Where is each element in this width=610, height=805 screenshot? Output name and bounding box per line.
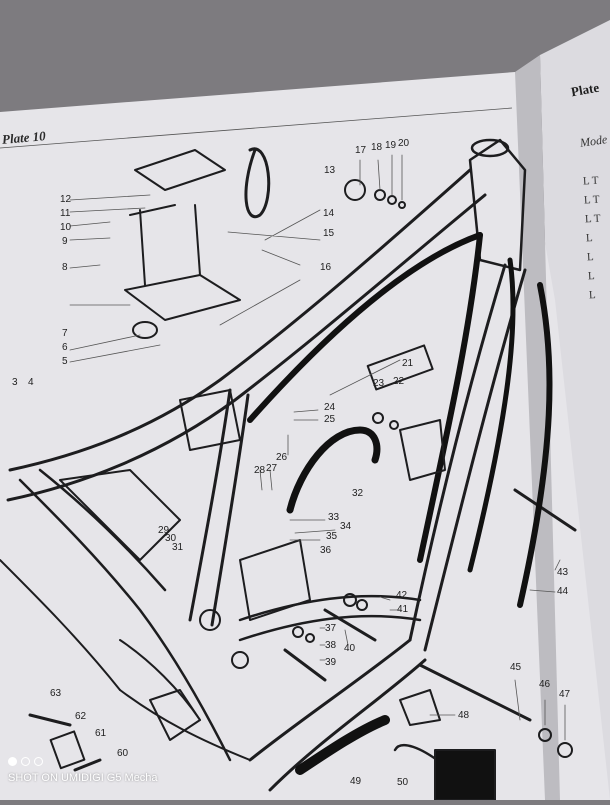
dot-icon: [34, 757, 43, 766]
callout-label: 43: [557, 567, 569, 578]
callout-label: 50: [397, 777, 409, 788]
right-page-row: L: [588, 288, 597, 302]
callout-label: 23: [373, 378, 385, 389]
callout-label: 21: [402, 358, 414, 369]
callout-label: 42: [396, 590, 408, 601]
callout-label: 31: [172, 542, 184, 553]
callout-label: 11: [60, 208, 71, 219]
callout-label: 20: [398, 138, 410, 149]
callout-label: 12: [60, 194, 72, 205]
callout-label: 60: [117, 748, 129, 759]
callout-label: 3: [12, 377, 18, 388]
callout-label: 40: [344, 643, 356, 654]
camera-dots: [8, 757, 43, 766]
dot-icon: [21, 757, 30, 766]
callout-label: 47: [559, 689, 571, 700]
callout-label: 34: [340, 521, 352, 532]
callout-label: 35: [326, 531, 338, 542]
callout-label: 8: [62, 262, 68, 273]
callout-label: 22: [393, 376, 405, 387]
callout-label: 18: [371, 142, 383, 153]
callout-label: 26: [276, 452, 288, 463]
right-page-row: L T: [582, 174, 599, 188]
frame-drawing: [0, 138, 577, 801]
callout-label: 63: [50, 688, 62, 699]
callout-label: 28: [254, 465, 266, 476]
callout-label: 19: [385, 140, 397, 151]
callout-label: 36: [320, 545, 332, 556]
right-page-row: L: [585, 232, 594, 245]
page-spine-shadow: [515, 55, 560, 800]
callout-label: 32: [352, 488, 364, 499]
callout-label: 4: [28, 377, 34, 388]
callout-label: 9: [62, 236, 68, 247]
callout-label: 29: [158, 525, 170, 536]
callout-label: 13: [324, 165, 336, 176]
callout-label: 17: [355, 145, 367, 156]
right-page-row: L: [586, 251, 595, 264]
callout-label: 37: [325, 623, 337, 634]
callout-label: 14: [323, 208, 335, 219]
camera-watermark: SHOT ON UMIDIGI G5 Mecha: [8, 772, 158, 784]
callout-label: 48: [458, 710, 470, 721]
header-rule: [0, 107, 513, 149]
right-page-row: L: [587, 270, 596, 283]
callout-label: 46: [539, 679, 551, 690]
callout-label: 25: [324, 414, 336, 425]
dot-icon: [8, 757, 17, 766]
callout-label: 10: [60, 222, 72, 233]
callout-label: 6: [62, 342, 68, 353]
callout-label: 61: [95, 728, 107, 739]
left-page: [0, 72, 610, 800]
right-page-row: L T: [584, 212, 601, 226]
callout-label: 16: [320, 262, 332, 273]
callout-label: 27: [266, 463, 278, 474]
callout-label: 44: [557, 586, 569, 597]
callout-label: 7: [62, 328, 68, 339]
callout-label: 15: [323, 228, 335, 239]
callout-label: 62: [75, 711, 87, 722]
callout-label: 49: [350, 776, 362, 787]
callout-label: 5: [62, 356, 68, 367]
callout-label: 41: [397, 604, 409, 615]
right-page-row: L T: [583, 193, 600, 207]
callout-label: 30: [165, 533, 177, 544]
callout-label: 39: [325, 657, 337, 668]
callout-label: 24: [324, 402, 336, 413]
callout-label: 38: [325, 640, 337, 651]
callout-label: 45: [510, 662, 522, 673]
callout-label: 33: [328, 512, 340, 523]
